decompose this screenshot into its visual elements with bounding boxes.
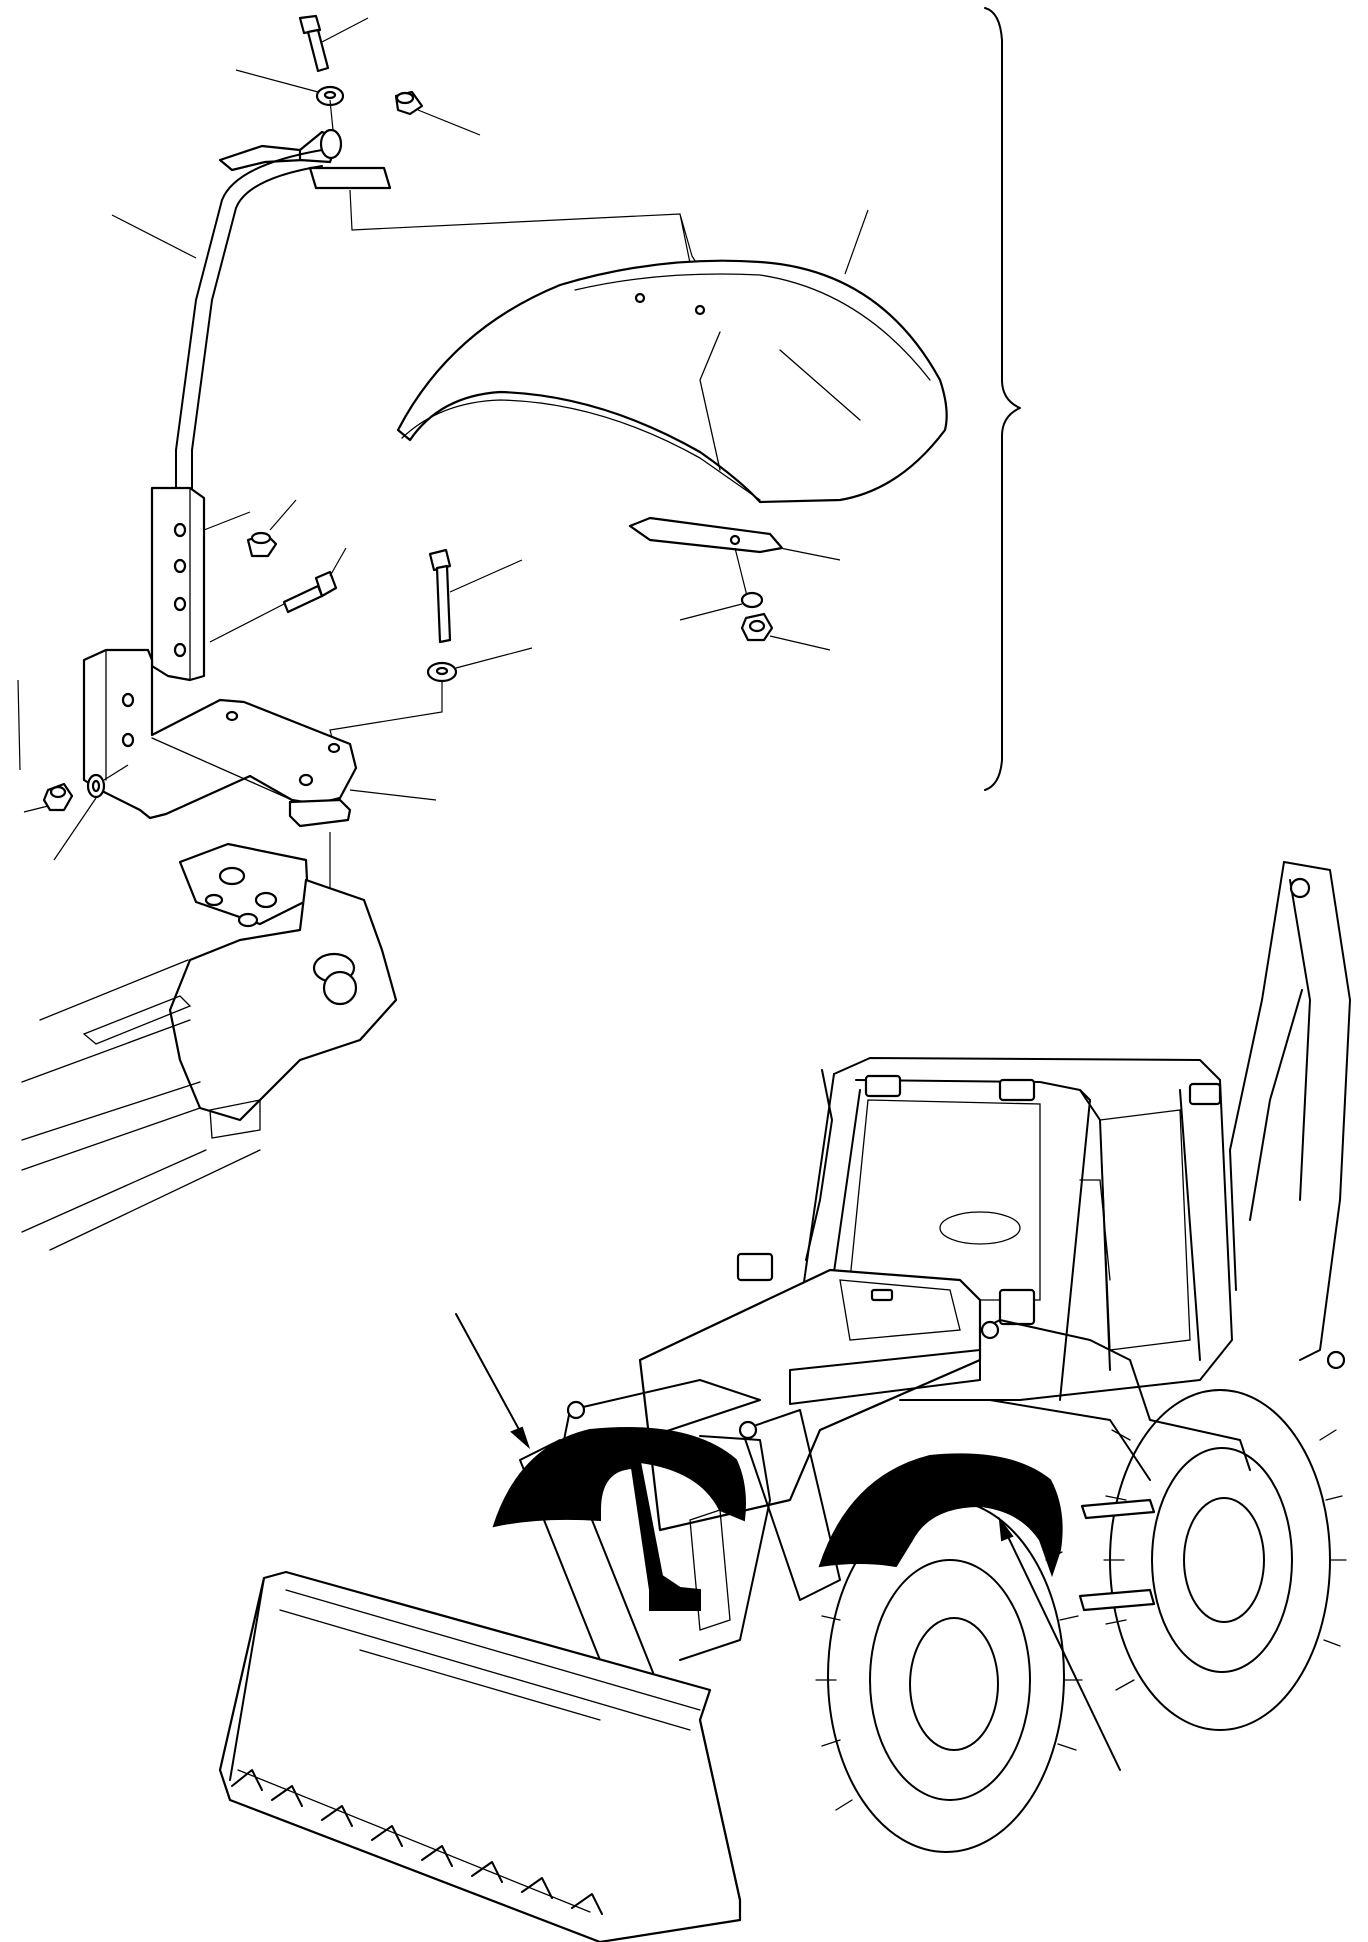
access-steps bbox=[1078, 1498, 1156, 1612]
bucket-teeth bbox=[231, 1769, 603, 1915]
loader-bucket bbox=[218, 1570, 742, 1942]
backhoe-arm bbox=[1229, 861, 1351, 1370]
washer-top bbox=[235, 69, 345, 107]
fender-highlight-right bbox=[818, 1453, 1063, 1578]
fender-highlight-left bbox=[492, 1427, 746, 1611]
nut-left bbox=[17, 679, 129, 861]
nut-top bbox=[394, 90, 481, 136]
bolt-top bbox=[298, 14, 369, 73]
base-bracket bbox=[82, 648, 437, 828]
callout-arrow-right bbox=[998, 1516, 1121, 1771]
exploded-view bbox=[17, 7, 1021, 1251]
front-axle bbox=[21, 832, 398, 1251]
support-arm bbox=[111, 128, 392, 491]
clamp-plate bbox=[150, 486, 251, 682]
nut-clamp bbox=[246, 499, 297, 558]
rear-wheel bbox=[1103, 1389, 1347, 1731]
nut-lower-right bbox=[679, 591, 831, 651]
backhoe-loader bbox=[218, 861, 1351, 1942]
screw-clamp bbox=[209, 547, 347, 643]
bolt-long bbox=[329, 548, 533, 753]
callout-arrow-left bbox=[455, 1313, 531, 1450]
mudguard bbox=[396, 209, 948, 504]
assembly-bracket bbox=[984, 7, 1021, 791]
fender-plate bbox=[628, 516, 841, 601]
cab bbox=[736, 1057, 1233, 1401]
